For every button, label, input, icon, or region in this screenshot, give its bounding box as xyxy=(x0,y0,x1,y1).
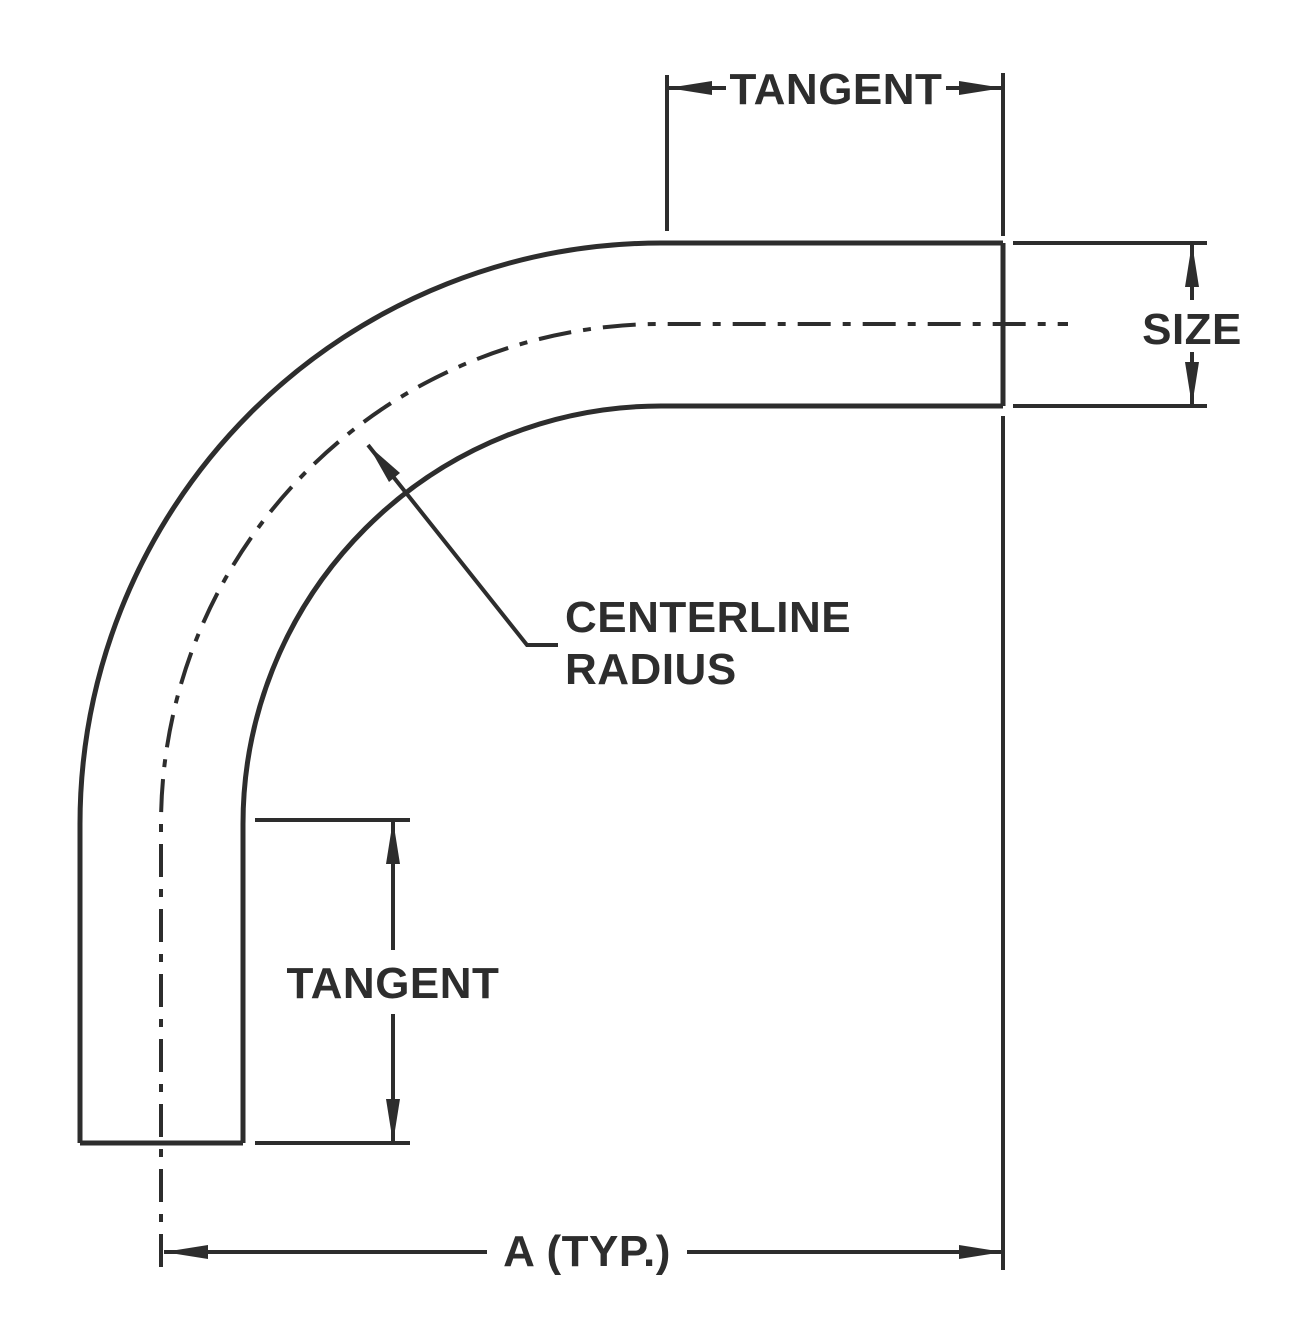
centerline-radius-label-line1: CENTERLINE xyxy=(565,593,851,642)
leader-line xyxy=(366,443,558,647)
arrow-up-icon xyxy=(1185,243,1199,287)
overall-a-label: A (TYP.) xyxy=(503,1227,671,1276)
pipe-outline xyxy=(77,240,1006,1146)
arrow-up-icon xyxy=(386,820,400,864)
tangent-top-label: TANGENT xyxy=(730,65,943,114)
arrow-right-icon xyxy=(959,1245,1003,1259)
pipe-inner-edge xyxy=(240,403,1003,1143)
arrow-down-icon xyxy=(1185,362,1199,406)
size-label: SIZE xyxy=(1142,305,1242,354)
pipe-centerline xyxy=(159,322,1068,1267)
arrow-right-icon xyxy=(959,81,1003,95)
arrow-down-icon xyxy=(386,1099,400,1143)
leader-arrow-icon xyxy=(368,445,400,482)
arrow-left-icon xyxy=(164,1245,208,1259)
pipe-outer-edge xyxy=(77,240,1003,1143)
dim-tangent-top: TANGENT xyxy=(665,65,1005,236)
dim-tangent-bottom: TANGENT xyxy=(255,818,500,1145)
centerline-radius-label-line2: RADIUS xyxy=(565,645,737,694)
arrow-left-icon xyxy=(668,81,712,95)
dim-size: SIZE xyxy=(1013,241,1242,408)
tangent-bottom-label: TANGENT xyxy=(287,959,500,1008)
dim-overall-a: A (TYP.) xyxy=(164,416,1005,1276)
leader-centerline-radius: CENTERLINE RADIUS xyxy=(366,443,851,694)
